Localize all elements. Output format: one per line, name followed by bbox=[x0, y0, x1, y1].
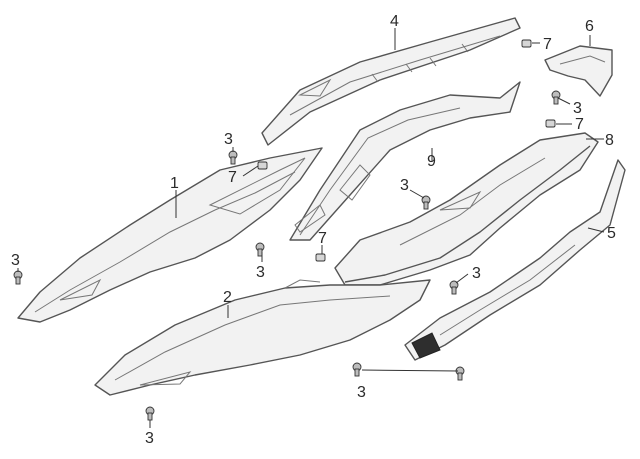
callout-4: 4 bbox=[390, 13, 399, 30]
screw-icon bbox=[228, 150, 238, 165]
part-5-right-side-cover bbox=[404, 159, 626, 361]
clip-fasteners bbox=[257, 39, 556, 262]
part-1-left-side-panel bbox=[17, 147, 323, 323]
callout-8: 8 bbox=[605, 132, 614, 149]
screw-icon bbox=[13, 270, 23, 285]
screw-icon bbox=[455, 366, 465, 381]
callout-3: 3 bbox=[472, 265, 481, 282]
callout-3: 3 bbox=[357, 384, 366, 401]
part-4-upper-rail bbox=[261, 17, 521, 146]
callout-7: 7 bbox=[543, 36, 552, 53]
part-9-frame-bracket bbox=[289, 81, 521, 241]
screw-icon bbox=[255, 242, 265, 257]
screw-icon bbox=[145, 406, 155, 421]
callout-9: 9 bbox=[427, 153, 436, 170]
part-2-lower-side-panel bbox=[94, 279, 431, 396]
callout-1: 1 bbox=[170, 175, 179, 192]
clip-icon bbox=[257, 161, 268, 170]
callout-5: 5 bbox=[607, 225, 616, 242]
callout-3: 3 bbox=[573, 100, 582, 117]
leader-lines bbox=[17, 28, 605, 428]
part-6-cover bbox=[544, 45, 613, 97]
callout-3: 3 bbox=[256, 264, 265, 281]
callout-7: 7 bbox=[575, 116, 584, 133]
callout-2: 2 bbox=[223, 289, 232, 306]
callout-labels: 1 2 3 3 3 3 3 3 3 3 4 5 6 7 7 7 7 8 9 bbox=[11, 13, 616, 447]
callout-7: 7 bbox=[318, 230, 327, 247]
screw-icon bbox=[551, 90, 561, 105]
clip-icon bbox=[315, 253, 326, 262]
callout-7: 7 bbox=[228, 169, 237, 186]
screw-fasteners bbox=[13, 90, 561, 421]
clip-icon bbox=[521, 39, 532, 48]
part-8-under-tray bbox=[334, 132, 599, 286]
callout-3: 3 bbox=[145, 430, 154, 447]
clip-icon bbox=[545, 119, 556, 128]
callout-3: 3 bbox=[224, 131, 233, 148]
callout-3: 3 bbox=[11, 252, 20, 269]
callout-3: 3 bbox=[400, 177, 409, 194]
screw-icon bbox=[352, 362, 362, 377]
callout-6: 6 bbox=[585, 18, 594, 35]
